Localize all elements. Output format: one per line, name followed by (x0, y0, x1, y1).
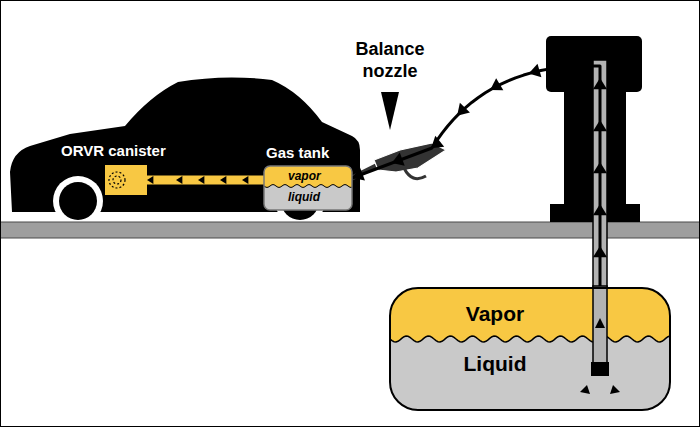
tank-contents (390, 288, 670, 410)
wheel-well (53, 176, 103, 226)
arrowhead (570, 59, 582, 73)
vapor-space (264, 166, 352, 210)
region-label: vapor (288, 169, 321, 183)
supply-pipe (593, 286, 607, 366)
vapor-line (147, 176, 264, 185)
flow-arrow (610, 385, 620, 394)
flow-path (352, 66, 600, 288)
arrowhead (392, 153, 405, 166)
canister-fill (105, 165, 147, 195)
arrowhead (529, 64, 542, 77)
region-label: Vapor (466, 302, 524, 326)
liquid-surface (264, 185, 352, 188)
part-label: Balance nozzle (340, 38, 440, 82)
arrowhead (593, 246, 607, 257)
flow-connector (147, 176, 264, 184)
fuel-tank: Gas tankvaporliquid (264, 166, 352, 210)
nozzle-trigger (404, 168, 426, 179)
arrowhead (593, 78, 607, 89)
part-heading: ORVR canister (61, 142, 166, 159)
liquid-fuel (390, 336, 670, 410)
arrowhead (593, 120, 607, 131)
arrowhead (176, 176, 182, 184)
wheel (59, 182, 97, 220)
tank-wall (264, 166, 352, 210)
arrowhead (593, 204, 607, 215)
flow-arrow (595, 318, 605, 328)
canister-box-outline (105, 165, 147, 195)
liquid-surface (390, 336, 670, 342)
arrowhead (220, 176, 226, 184)
foot-valve (591, 362, 609, 376)
arrowhead (198, 176, 204, 184)
arrowhead (242, 176, 248, 184)
storage-tank: VaporLiquid (390, 288, 670, 410)
pointer-triangle (381, 92, 399, 130)
tank-contents (264, 166, 352, 210)
arrowhead (490, 78, 503, 90)
carbon-spiral (109, 172, 125, 188)
arrowhead (457, 103, 470, 116)
arrowhead (593, 162, 607, 173)
carbon-spiral (113, 176, 121, 184)
vapor-space (390, 288, 670, 410)
arrowhead (147, 176, 153, 184)
arrowhead (431, 136, 444, 149)
region-label: liquid (288, 190, 320, 204)
part-heading: Gas tank (266, 144, 329, 161)
arrowhead (352, 168, 365, 181)
tank-wall (390, 288, 670, 410)
region-label: Liquid (464, 352, 527, 376)
flow-connector (352, 59, 607, 288)
canister-box: ORVR canister (105, 165, 147, 195)
liquid-fuel (264, 185, 352, 210)
storage-tank-outline (390, 288, 670, 410)
flow-arrow (580, 385, 590, 394)
